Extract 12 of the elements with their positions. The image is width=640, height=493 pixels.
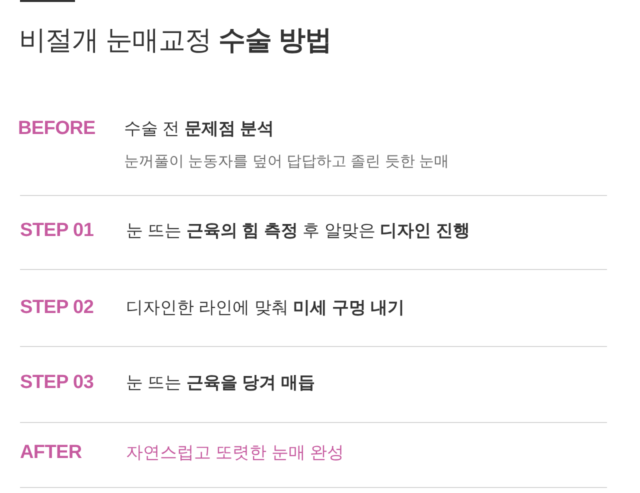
step-description: 눈 뜨는 근육을 당겨 매듭 [126,372,315,394]
step-label: AFTER [20,441,82,465]
result-description: 자연스럽고 또렷한 눈매 완성 [126,442,344,464]
step-label: STEP 03 [20,371,94,395]
step-label: BEFORE [18,117,96,141]
step-label: STEP 02 [20,296,94,320]
step-label: STEP 01 [20,219,94,243]
step-description: 디자인한 라인에 맞춰 미세 구멍 내기 [126,297,405,319]
step-note: 눈꺼풀이 눈동자를 덮어 답답하고 졸린 듯한 눈매 [124,152,450,172]
title: 비절개 눈매교정 수술 방법 [19,24,332,57]
step-description: 눈 뜨는 근육의 힘 측정 후 알맞은 디자인 진행 [126,220,470,242]
step-description: 수술 전 문제점 분석 [124,118,274,140]
